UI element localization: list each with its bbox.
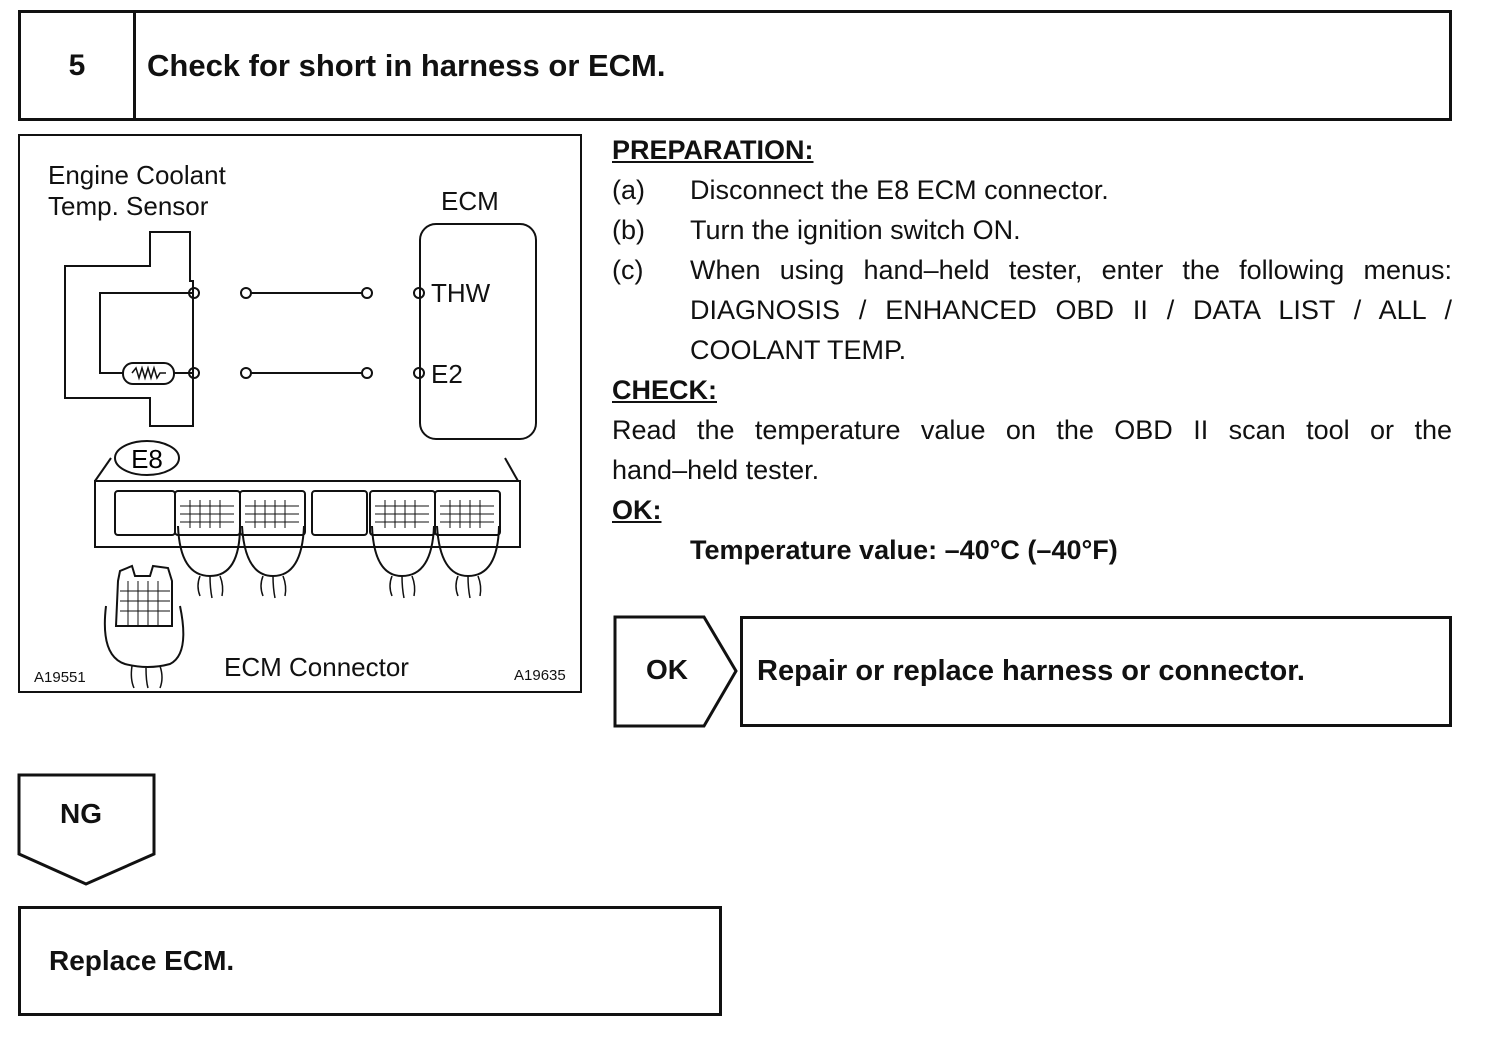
preparation-heading: PREPARATION: bbox=[612, 135, 814, 165]
ecm-label: ECM bbox=[441, 186, 499, 216]
check-heading: CHECK: bbox=[612, 375, 717, 405]
ok-result-text: Repair or replace harness or connector. bbox=[757, 655, 1305, 687]
step-a: (a) Disconnect the E8 ECM connector. bbox=[612, 170, 1452, 210]
e2-terminal-label: E2 bbox=[431, 359, 463, 389]
ecm-connector-housing bbox=[94, 480, 521, 548]
sensor-label-line2: Temp. Sensor bbox=[48, 191, 209, 221]
step-title: Check for short in harness or ECM. bbox=[147, 47, 666, 83]
ok-label: OK bbox=[646, 654, 688, 685]
circuit-drawing: E8 bbox=[64, 223, 537, 689]
instructions: PREPARATION: (a) Disconnect the E8 ECM c… bbox=[612, 130, 1452, 570]
sensor-internal-wire bbox=[99, 292, 194, 374]
ok-arrow-shape bbox=[613, 615, 738, 728]
loose-connector-plug bbox=[114, 564, 173, 627]
step-letter: (a) bbox=[612, 175, 645, 205]
figure-ref-left: A19551 bbox=[34, 669, 86, 686]
ng-result-box: Replace ECM. bbox=[18, 906, 722, 1016]
step-c-line3: COOLANT TEMP. bbox=[690, 335, 907, 365]
sensor-label-line1: Engine Coolant bbox=[48, 160, 226, 190]
step-number: 5 bbox=[21, 13, 136, 118]
ok-criteria: Temperature value: –40°C (–40°F) bbox=[690, 535, 1118, 565]
wiring-diagram: E8 Engine Coolant Temp. Sensor ECM THW E… bbox=[18, 134, 582, 693]
ng-label: NG bbox=[60, 798, 102, 829]
step-header: 5 Check for short in harness or ECM. bbox=[18, 10, 1452, 121]
check-line1: Read the temperature value on the OBD II… bbox=[612, 415, 1452, 445]
ecm-box bbox=[419, 223, 537, 440]
thermistor bbox=[122, 362, 175, 385]
step-b: (b) Turn the ignition switch ON. bbox=[612, 210, 1452, 250]
ecm-connector-caption: ECM Connector bbox=[224, 652, 409, 682]
step-letter: (b) bbox=[612, 215, 645, 245]
step-c-line2: DIAGNOSIS / ENHANCED OBD II / DATA LIST … bbox=[690, 295, 1452, 325]
thw-terminal-label: THW bbox=[431, 278, 491, 308]
step-text: When using hand–held tester, enter the f… bbox=[690, 250, 1452, 370]
ok-heading: OK: bbox=[612, 495, 662, 525]
step-c: (c) When using hand–held tester, enter t… bbox=[612, 250, 1452, 370]
e8-tag-label: E8 bbox=[131, 444, 163, 474]
ng-result-text: Replace ECM. bbox=[49, 945, 235, 976]
e8-tag bbox=[114, 440, 180, 476]
step-text: Turn the ignition switch ON. bbox=[690, 215, 1021, 245]
sensor-body bbox=[64, 231, 194, 427]
ng-arrow-shape bbox=[17, 773, 156, 886]
check-line2: hand–held tester. bbox=[612, 455, 820, 485]
step-text: Disconnect the E8 ECM connector. bbox=[690, 175, 1109, 205]
ok-result-box: Repair or replace harness or connector. bbox=[740, 616, 1452, 727]
step-c-line1: When using hand–held tester, enter the f… bbox=[690, 255, 1452, 285]
step-letter: (c) bbox=[612, 255, 644, 285]
figure-ref-right: A19635 bbox=[514, 667, 566, 684]
